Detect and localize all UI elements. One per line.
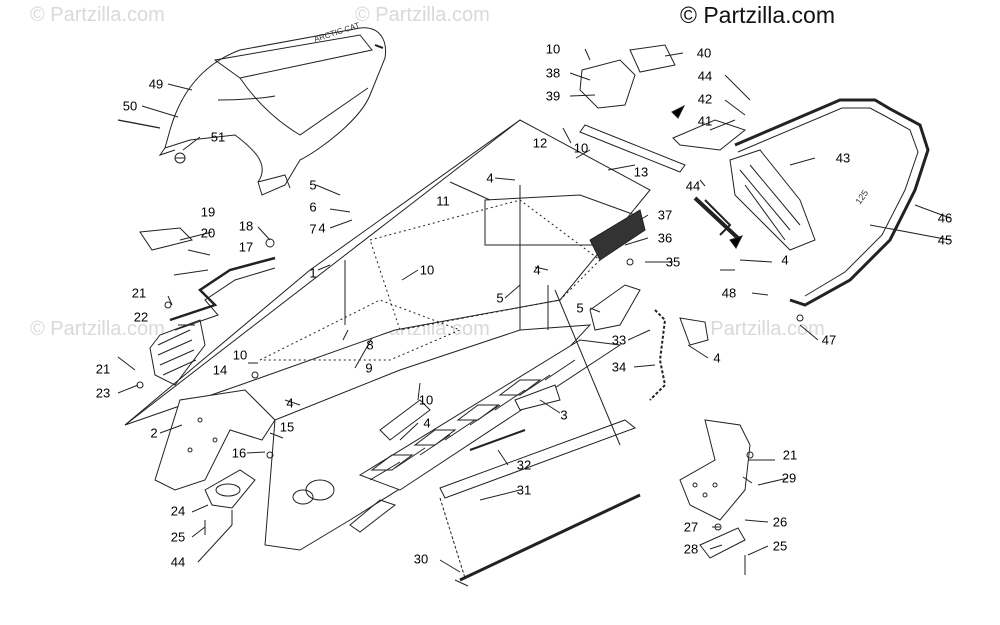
callout-21: 21 [782, 447, 798, 463]
callout-44: 44 [170, 554, 186, 570]
callout-34: 34 [611, 359, 627, 375]
callout-50: 50 [122, 98, 138, 114]
callout-22: 22 [133, 309, 149, 325]
callout-25: 25 [772, 538, 788, 554]
callout-20: 20 [200, 225, 216, 241]
callout-10: 10 [232, 347, 248, 363]
callout-5: 5 [309, 177, 317, 193]
callout-38: 38 [545, 65, 561, 81]
callout-31: 31 [516, 482, 532, 498]
callout-10: 10 [419, 262, 435, 278]
callout-13: 13 [633, 164, 649, 180]
callout-48: 48 [721, 285, 737, 301]
callout-24: 24 [170, 503, 186, 519]
callout-26: 26 [772, 514, 788, 530]
callout-35: 35 [665, 254, 681, 270]
callout-11: 11 [436, 193, 450, 209]
callout-10: 10 [418, 392, 434, 408]
callout-7: 7 [309, 221, 317, 237]
callout-14: 14 [212, 362, 228, 378]
callout-41: 41 [697, 113, 713, 129]
callout-18: 18 [238, 218, 254, 234]
callout-4: 4 [713, 350, 721, 366]
callout-45: 45 [937, 232, 953, 248]
callout-25: 25 [170, 529, 186, 545]
callout-16: 16 [231, 445, 247, 461]
callout-5: 5 [576, 300, 584, 316]
watermark: © Partzilla.com [355, 4, 490, 26]
callout-10: 10 [545, 41, 561, 57]
bumper-logo: 125 [853, 188, 870, 206]
callout-21: 21 [95, 361, 111, 377]
callout-28: 28 [683, 541, 699, 557]
callout-47: 47 [821, 332, 837, 348]
callout-3: 3 [560, 407, 568, 423]
callout-12: 12 [532, 135, 548, 151]
callout-40: 40 [696, 45, 712, 61]
callout-8: 8 [366, 337, 374, 353]
callout-29: 29 [781, 470, 797, 486]
callout-44: 44 [697, 68, 713, 84]
callout-5: 5 [496, 290, 504, 306]
callout-36: 36 [657, 230, 673, 246]
callout-39: 39 [545, 88, 561, 104]
callout-27: 27 [683, 519, 699, 535]
callout-49: 49 [148, 76, 164, 92]
callout-42: 42 [697, 91, 713, 107]
callout-4: 4 [318, 220, 326, 236]
front-bracket [154, 389, 276, 491]
callout-21: 21 [131, 285, 147, 301]
callout-23: 23 [95, 385, 111, 401]
watermark: © Partzilla.com [690, 318, 825, 340]
callout-4: 4 [533, 262, 541, 278]
callout-4: 4 [781, 252, 789, 268]
callout-6: 6 [309, 199, 317, 215]
callout-4: 4 [486, 170, 494, 186]
callout-10: 10 [573, 140, 589, 156]
watermark: © Partzilla.com [30, 4, 165, 26]
callout-1: 1 [309, 265, 317, 281]
callout-46: 46 [937, 210, 953, 226]
callout-43: 43 [835, 150, 851, 166]
callout-2: 2 [150, 425, 158, 441]
seat-part: ARCTIC CAT [158, 21, 387, 196]
callout-51: 51 [210, 129, 226, 145]
copyright-notice: © Partzilla.com [680, 2, 835, 28]
callout-19: 19 [200, 204, 216, 220]
callout-15: 15 [279, 419, 295, 435]
callout-4: 4 [423, 415, 431, 431]
watermark: © Partzilla.com [30, 318, 165, 340]
callout-17: 17 [238, 239, 254, 255]
callout-30: 30 [413, 551, 429, 567]
callout-37: 37 [657, 207, 673, 223]
callout-44: 44 [685, 178, 701, 194]
callout-32: 32 [516, 457, 532, 473]
callout-9: 9 [365, 360, 373, 376]
callout-4: 4 [286, 395, 294, 411]
running-board [358, 339, 622, 491]
callout-33: 33 [611, 332, 627, 348]
